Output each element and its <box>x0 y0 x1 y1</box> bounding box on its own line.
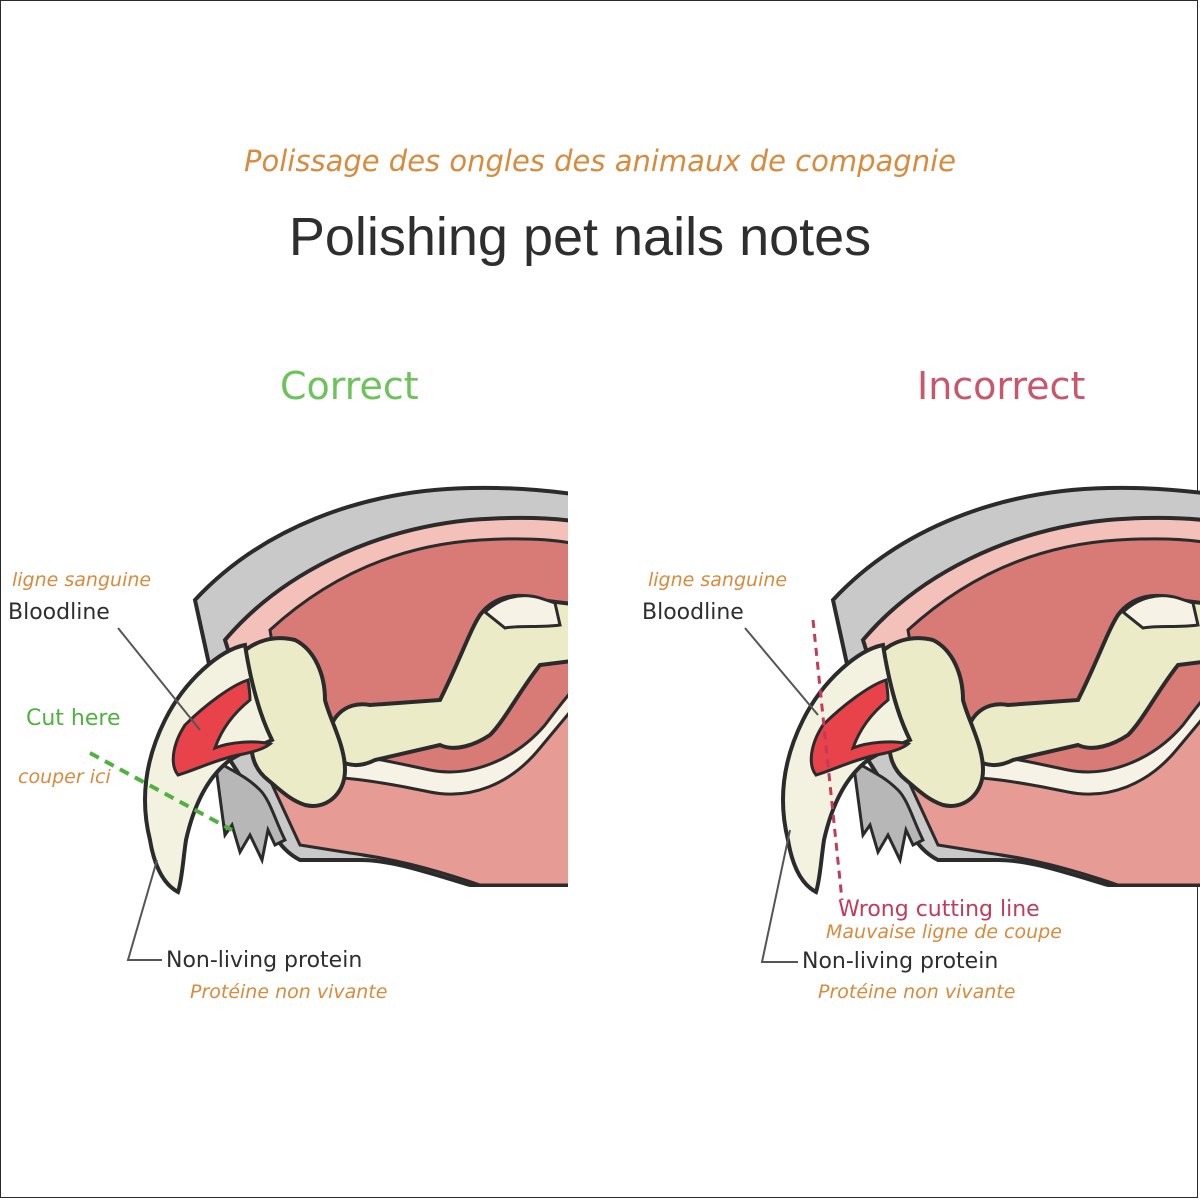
bloodline-label-correct: Bloodline <box>8 600 110 625</box>
bloodline-label-fr-correct: ligne sanguine <box>12 569 152 591</box>
heading-incorrect: Incorrect <box>917 364 1086 408</box>
wrong-cutting-line-label-fr: Mauvaise ligne de coupe <box>826 921 1062 943</box>
protein-label-fr-incorrect: Protéine non vivante <box>818 981 1016 1003</box>
heading-correct: Correct <box>280 364 419 408</box>
protein-label-incorrect: Non-living protein <box>802 949 999 974</box>
wrong-cutting-line-label: Wrong cutting line <box>838 897 1040 922</box>
bloodline-label-incorrect: Bloodline <box>642 600 744 625</box>
subtitle-french: Polissage des ongles des animaux de comp… <box>244 144 956 178</box>
cut-here-label: Cut here <box>26 706 121 731</box>
protein-leader-correct <box>126 859 162 961</box>
cut-line-correct <box>89 751 233 832</box>
protein-leader-incorrect <box>760 829 798 963</box>
paw-diagram-correct <box>143 485 568 894</box>
paw-diagram-incorrect <box>781 485 1200 894</box>
bloodline-label-fr-incorrect: ligne sanguine <box>648 569 788 591</box>
wrong-cut-line <box>811 619 844 901</box>
protein-label-fr-correct: Protéine non vivante <box>190 981 388 1003</box>
bloodline-leader-correct <box>117 627 201 731</box>
bloodline-leader-incorrect <box>744 627 819 716</box>
page-title: Polishing pet nails notes <box>288 207 872 267</box>
protein-label-correct: Non-living protein <box>166 948 363 973</box>
cut-here-label-fr: couper ici <box>18 766 111 788</box>
